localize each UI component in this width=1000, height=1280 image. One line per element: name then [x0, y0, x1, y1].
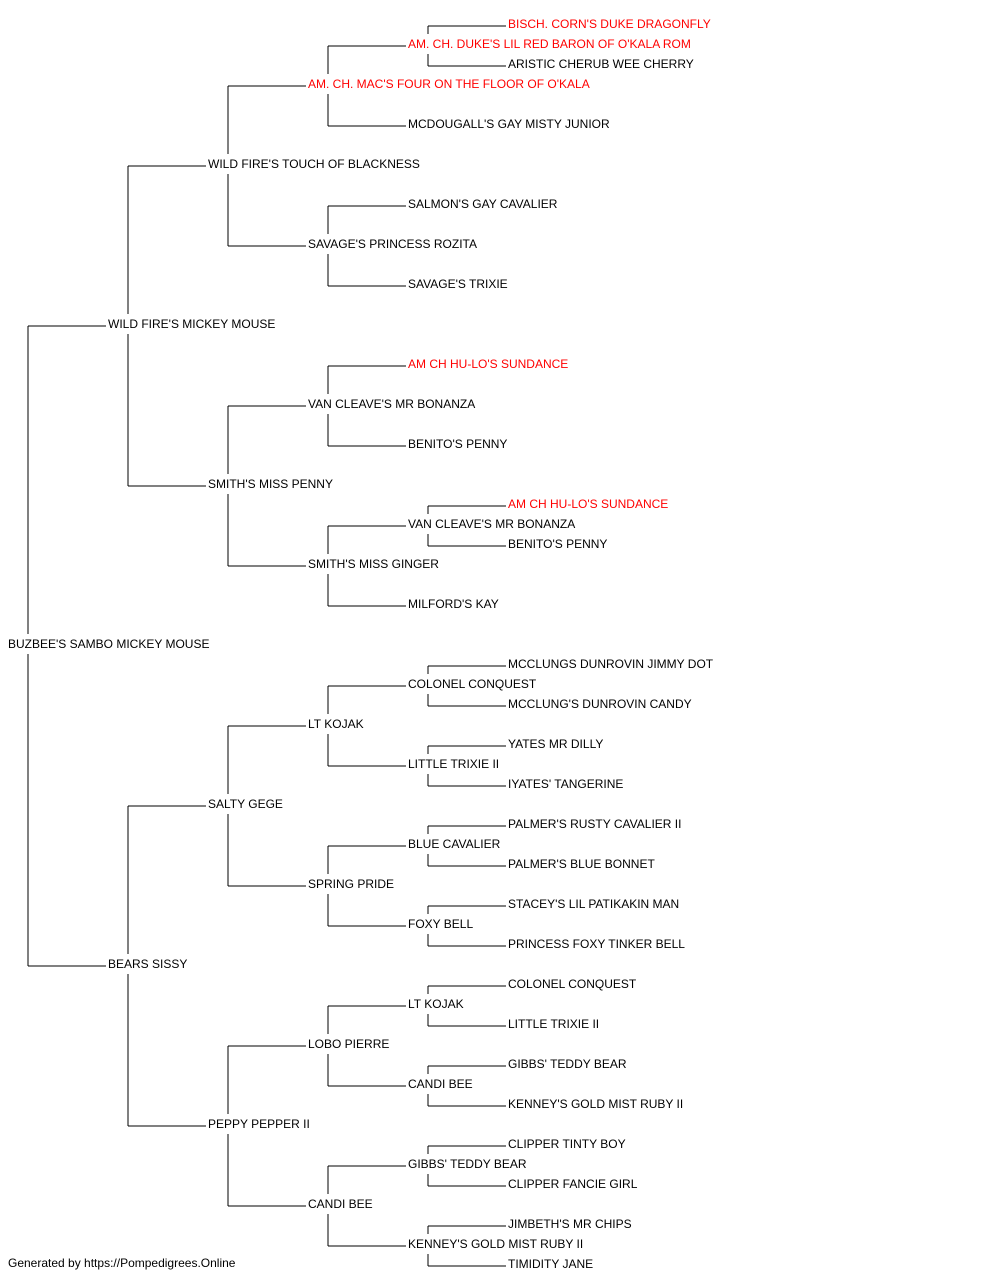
dog-name-iyates-tangerine: IYATES' TANGERINE [508, 777, 623, 791]
dog-name-savage-s-princess-rozita: SAVAGE'S PRINCESS ROZITA [308, 237, 477, 251]
dog-name-yates-mr-dilly: YATES MR DILLY [508, 737, 603, 751]
dog-name-am-ch-mac-s-four-on-the-floor-of-o-kala: AM. CH. MAC'S FOUR ON THE FLOOR OF O'KAL… [308, 77, 590, 91]
dog-name-little-trixie-ii: LITTLE TRIXIE II [408, 757, 499, 771]
dog-name-little-trixie-ii: LITTLE TRIXIE II [508, 1017, 599, 1031]
dog-name-gibbs-teddy-bear: GIBBS' TEDDY BEAR [508, 1057, 627, 1071]
dog-name-blue-cavalier: BLUE CAVALIER [408, 837, 501, 851]
dog-name-palmer-s-blue-bonnet: PALMER'S BLUE BONNET [508, 857, 655, 871]
dog-name-mcdougall-s-gay-misty-junior: MCDOUGALL'S GAY MISTY JUNIOR [408, 117, 610, 131]
dog-name-jimbeth-s-mr-chips: JIMBETH'S MR CHIPS [508, 1217, 632, 1231]
dog-name-am-ch-hu-lo-s-sundance: AM CH HU-LO'S SUNDANCE [508, 497, 668, 511]
dog-name-clipper-tinty-boy: CLIPPER TINTY BOY [508, 1137, 626, 1151]
dog-name-clipper-fancie-girl: CLIPPER FANCIE GIRL [508, 1177, 638, 1191]
dog-name-kenney-s-gold-mist-ruby-ii: KENNEY'S GOLD MIST RUBY II [408, 1237, 583, 1251]
dog-name-kenney-s-gold-mist-ruby-ii: KENNEY'S GOLD MIST RUBY II [508, 1097, 683, 1111]
dog-name-foxy-bell: FOXY BELL [408, 917, 473, 931]
dog-name-salty-gege: SALTY GEGE [208, 797, 283, 811]
dog-name-stacey-s-lil-patikakin-man: STACEY'S LIL PATIKAKIN MAN [508, 897, 679, 911]
dog-name-wild-fire-s-touch-of-blackness: WILD FIRE'S TOUCH OF BLACKNESS [208, 157, 420, 171]
dog-name-timidity-jane: TIMIDITY JANE [508, 1257, 593, 1271]
dog-name-candi-bee: CANDI BEE [308, 1197, 373, 1211]
dog-name-bisch-corn-s-duke-dragonfly: BISCH. CORN'S DUKE DRAGONFLY [508, 17, 711, 31]
dog-name-mcclung-s-dunrovin-candy: MCCLUNG'S DUNROVIN CANDY [508, 697, 692, 711]
dog-name-am-ch-duke-s-lil-red-baron-of-o-kala-rom: AM. CH. DUKE'S LIL RED BARON OF O'KALA R… [408, 37, 691, 51]
dog-name-mcclungs-dunrovin-jimmy-dot: MCCLUNGS DUNROVIN JIMMY DOT [508, 657, 714, 671]
dog-name-wild-fire-s-mickey-mouse: WILD FIRE'S MICKEY MOUSE [108, 317, 275, 331]
dog-name-lt-kojak: LT KOJAK [408, 997, 464, 1011]
dog-name-smith-s-miss-ginger: SMITH'S MISS GINGER [308, 557, 439, 571]
dog-name-princess-foxy-tinker-bell: PRINCESS FOXY TINKER BELL [508, 937, 685, 951]
dog-name-gibbs-teddy-bear: GIBBS' TEDDY BEAR [408, 1157, 527, 1171]
dog-name-bears-sissy: BEARS SISSY [108, 957, 187, 971]
dog-name-benito-s-penny: BENITO'S PENNY [508, 537, 607, 551]
footer-credit: Generated by https://Pompedigrees.Online [8, 1256, 236, 1270]
dog-name-milford-s-kay: MILFORD'S KAY [408, 597, 499, 611]
dog-name-buzbee-s-sambo-mickey-mouse: BUZBEE'S SAMBO MICKEY MOUSE [8, 637, 209, 651]
dog-name-aristic-cherub-wee-cherry: ARISTIC CHERUB WEE CHERRY [508, 57, 694, 71]
dog-name-van-cleave-s-mr-bonanza: VAN CLEAVE'S MR BONANZA [408, 517, 575, 531]
dog-name-lt-kojak: LT KOJAK [308, 717, 364, 731]
dog-name-colonel-conquest: COLONEL CONQUEST [508, 977, 637, 991]
dog-name-savage-s-trixie: SAVAGE'S TRIXIE [408, 277, 508, 291]
dog-name-palmer-s-rusty-cavalier-ii: PALMER'S RUSTY CAVALIER II [508, 817, 681, 831]
dog-name-am-ch-hu-lo-s-sundance: AM CH HU-LO'S SUNDANCE [408, 357, 568, 371]
dog-name-smith-s-miss-penny: SMITH'S MISS PENNY [208, 477, 333, 491]
dog-name-peppy-pepper-ii: PEPPY PEPPER II [208, 1117, 310, 1131]
dog-name-candi-bee: CANDI BEE [408, 1077, 473, 1091]
dog-name-spring-pride: SPRING PRIDE [308, 877, 394, 891]
dog-name-van-cleave-s-mr-bonanza: VAN CLEAVE'S MR BONANZA [308, 397, 475, 411]
dog-name-colonel-conquest: COLONEL CONQUEST [408, 677, 537, 691]
dog-name-salmon-s-gay-cavalier: SALMON'S GAY CAVALIER [408, 197, 558, 211]
dog-name-benito-s-penny: BENITO'S PENNY [408, 437, 507, 451]
dog-name-lobo-pierre: LOBO PIERRE [308, 1037, 389, 1051]
